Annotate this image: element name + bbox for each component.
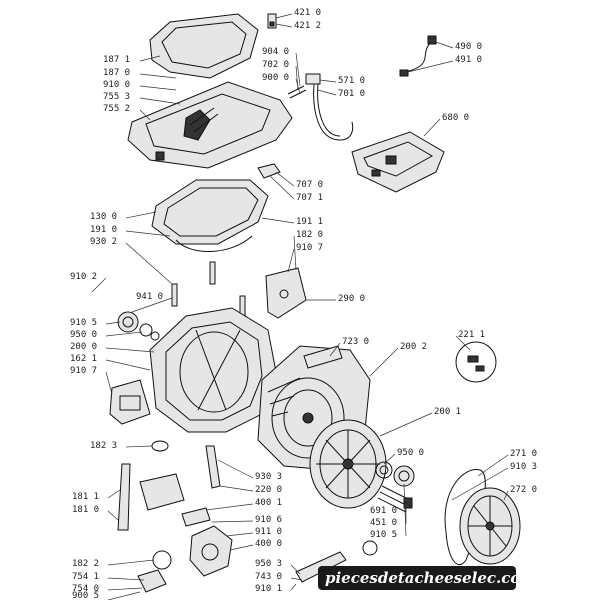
part-label-l7230: 723 0	[342, 337, 369, 347]
watermark: piecesdetacheeselec.com	[318, 566, 536, 590]
part-label-l2720: 272 0	[510, 485, 537, 495]
part-label-l7541: 754 1	[72, 572, 99, 582]
drum-door-latch	[455, 341, 497, 383]
bearing-assembly-right	[375, 461, 415, 487]
power-cable	[399, 35, 437, 77]
part-label-l9100a: 910 0	[103, 80, 130, 90]
part-label-l1870: 187 0	[103, 68, 130, 78]
part-label-l1871: 187 1	[103, 55, 130, 65]
drain-pump	[181, 507, 233, 577]
tub-cover	[151, 179, 269, 252]
part-label-l7071: 707 1	[296, 193, 323, 203]
suspension-springs	[171, 261, 246, 319]
part-label-l9500b: 950 0	[397, 448, 424, 458]
door-switch	[267, 13, 277, 29]
part-label-l9106: 910 6	[255, 515, 282, 525]
part-label-l4510: 451 0	[370, 518, 397, 528]
part-label-l2200: 220 0	[255, 485, 282, 495]
part-label-l9107a: 910 7	[296, 243, 323, 253]
part-label-l4000: 400 0	[255, 539, 282, 549]
counterweight	[139, 440, 185, 511]
part-label-l2900: 290 0	[338, 294, 365, 304]
part-label-l9103: 910 3	[510, 462, 537, 472]
part-label-l4910: 491 0	[455, 55, 482, 65]
outer-tub-rear	[309, 419, 387, 509]
pump-housing	[109, 379, 151, 425]
part-label-l9005: 900 5	[72, 591, 99, 600]
part-label-l4001a: 400 1	[255, 498, 282, 508]
part-label-l2000: 200 0	[70, 342, 97, 352]
part-label-l9000: 900 0	[262, 73, 289, 83]
part-label-l9302: 930 2	[90, 237, 117, 247]
part-label-l5710: 571 0	[338, 76, 365, 86]
part-label-l9107b: 910 7	[70, 366, 97, 376]
outer-tub-front	[149, 307, 277, 433]
heating-element	[377, 485, 413, 513]
part-label-l7540: 754 0	[72, 584, 99, 594]
inlet-valve-hose	[287, 73, 354, 141]
part-label-l9110: 911 0	[255, 527, 282, 537]
part-label-l6800: 680 0	[442, 113, 469, 123]
part-label-l9503: 950 3	[255, 559, 282, 569]
part-label-l1822: 182 2	[72, 559, 99, 569]
control-board	[351, 131, 445, 193]
drum-lifter	[303, 345, 343, 369]
drum-pulley	[459, 487, 521, 565]
part-label-l2001: 200 1	[434, 407, 461, 417]
drain-filter	[137, 550, 172, 593]
part-label-l6910: 691 0	[370, 506, 397, 516]
watermark-text: piecesdetacheeselec.com	[325, 569, 536, 587]
part-label-l4212: 421 2	[294, 21, 321, 31]
part-label-l2002: 200 2	[400, 342, 427, 352]
shock-absorbers	[117, 445, 221, 531]
support-bracket	[265, 267, 307, 319]
part-label-l9102: 910 2	[70, 272, 97, 282]
part-label-l1823: 182 3	[90, 441, 117, 451]
part-label-l9500a: 950 0	[70, 330, 97, 340]
part-label-l2710: 271 0	[510, 449, 537, 459]
part-label-l1810: 181 0	[72, 505, 99, 515]
part-label-l1820a: 182 0	[296, 230, 323, 240]
part-label-l9101: 910 1	[255, 584, 282, 594]
part-label-l7430: 743 0	[255, 572, 282, 582]
part-label-l9303: 930 3	[255, 472, 282, 482]
bearing-assembly-left	[117, 311, 160, 341]
part-label-l9105b: 910 5	[370, 530, 397, 540]
top-frame	[127, 81, 293, 169]
part-label-l9105a: 910 5	[70, 318, 97, 328]
heater-connector	[257, 163, 281, 179]
part-label-l7020: 702 0	[262, 60, 289, 70]
part-label-l4210: 421 0	[294, 8, 321, 18]
part-label-l2211: 221 1	[458, 330, 485, 340]
part-label-l7070: 707 0	[296, 180, 323, 190]
part-label-l1621: 162 1	[70, 354, 97, 364]
part-label-l7552: 755 2	[103, 104, 130, 114]
leader-lines	[91, 13, 509, 600]
part-label-l1911: 191 1	[296, 217, 323, 227]
lid-cover	[149, 13, 259, 79]
part-label-l1300: 130 0	[90, 212, 117, 222]
part-label-l7553: 755 3	[103, 92, 130, 102]
part-label-l1910: 191 0	[90, 225, 117, 235]
part-label-l4900: 490 0	[455, 42, 482, 52]
part-label-l9410: 941 0	[136, 292, 163, 302]
part-label-l7010: 701 0	[338, 89, 365, 99]
part-number-labels: 421 0 421 2 490 0 491 0 904 0 702 0 900 0 571 0…	[70, 8, 537, 600]
part-label-l1811: 181 1	[72, 492, 99, 502]
part-label-l9040: 904 0	[262, 47, 289, 57]
